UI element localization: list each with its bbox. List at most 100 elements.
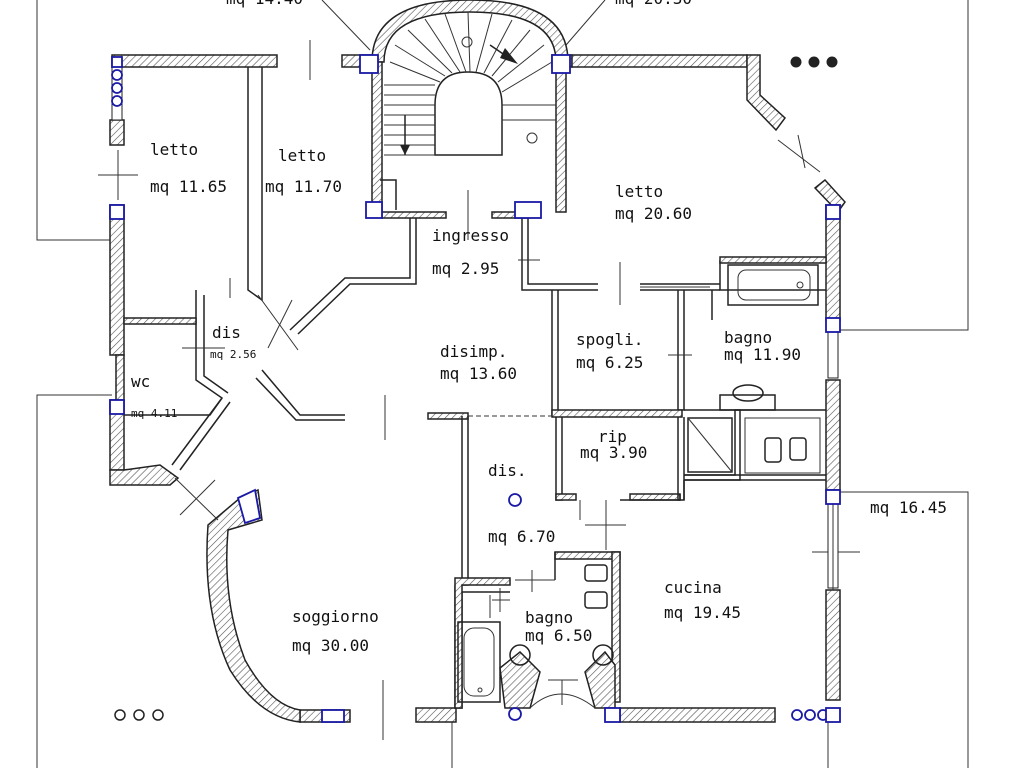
wall-rip-left xyxy=(555,417,563,501)
column-marker xyxy=(365,201,383,219)
room-area-letto-2: mq 11.70 xyxy=(265,177,342,196)
room-name-dis-2: dis. xyxy=(488,461,527,480)
stair-up-arrow-head xyxy=(500,48,518,64)
wall-bagno2-curve-left xyxy=(499,650,541,709)
stair-curved-wall xyxy=(371,0,569,63)
wall-bagno2-curve-right xyxy=(584,650,616,709)
room-name-bagno-1: bagno xyxy=(724,328,772,347)
room-area-letto-3: mq 20.60 xyxy=(615,204,692,223)
terrace-left-bottom-outline xyxy=(36,394,112,768)
top-left-guide-line xyxy=(321,0,371,51)
wall-spogli-left xyxy=(551,290,559,416)
wall-bagno1-top xyxy=(719,260,826,291)
wall-spogli-bottom xyxy=(551,409,683,418)
column-marker xyxy=(604,707,621,723)
wall-spogli-right xyxy=(677,290,685,411)
wall-ingresso-diagonal-left xyxy=(289,218,411,331)
column-marker xyxy=(825,204,841,220)
column-marker xyxy=(111,95,123,107)
right-terrace-area-label: mq 16.45 xyxy=(870,498,947,517)
sink-counter xyxy=(719,394,776,411)
wall-left-middle xyxy=(109,204,125,356)
toilet-icon xyxy=(764,437,782,463)
sink-icon xyxy=(592,644,614,666)
bathtub-inner xyxy=(737,269,811,301)
sink-icon xyxy=(509,644,531,666)
shower-icon xyxy=(687,417,733,473)
decor-dot xyxy=(790,56,802,68)
column-marker xyxy=(109,399,125,415)
decor-dot xyxy=(808,56,820,68)
column-marker xyxy=(791,709,803,721)
room-name-soggiorno: soggiorno xyxy=(292,607,379,626)
wall-bagno2-right xyxy=(611,551,621,703)
wc-zone xyxy=(744,417,821,474)
room-area-dis-1: mq 2.56 xyxy=(210,348,256,361)
wall-left-upper xyxy=(109,119,125,146)
top-right-guide-line xyxy=(559,0,606,53)
decor-ring xyxy=(152,709,164,721)
wall-right-middle xyxy=(825,379,841,491)
room-name-letto-3: letto xyxy=(615,182,663,201)
room-name-letto-2: letto xyxy=(278,146,326,165)
decor-dot xyxy=(826,56,838,68)
wall-ingresso-right-side xyxy=(521,218,598,291)
wall-soggiorno-curved xyxy=(206,488,301,723)
wall-dis-left-vertical xyxy=(461,416,469,586)
column-marker xyxy=(514,201,542,219)
wall-wc-top xyxy=(123,317,197,325)
wall-dis-left-inner xyxy=(203,295,229,394)
wall-bagno1-top-hatch xyxy=(719,256,827,264)
column-marker xyxy=(111,56,123,68)
decor-circles xyxy=(114,56,838,721)
wall-bottom-bagno-left xyxy=(415,707,457,723)
room-name-cucina: cucina xyxy=(664,578,722,597)
terrace-right-top-outline xyxy=(838,0,969,331)
wall-ingresso-right-inner xyxy=(527,218,598,285)
decor-ring xyxy=(133,709,145,721)
column-marker xyxy=(508,707,522,721)
wall-rip-bottom-left xyxy=(555,493,577,501)
columns xyxy=(109,54,841,723)
top-left-area-label: mq 14.40 xyxy=(226,0,303,8)
wall-rip-bottom-right xyxy=(629,493,681,501)
stair-wall-right xyxy=(555,61,567,213)
column-marker xyxy=(321,709,345,723)
wall-bottom-cucina xyxy=(619,707,776,723)
terrace-right-bottom-outline xyxy=(838,491,969,768)
wall-rip-right xyxy=(677,417,685,501)
room-name-disimp: disimp. xyxy=(440,342,507,361)
column-marker xyxy=(804,709,816,721)
terrace-outlines xyxy=(36,0,969,768)
bidet-icon xyxy=(584,591,608,609)
staircase xyxy=(371,0,569,218)
dis-lamp-marker xyxy=(508,493,522,507)
bidet-icon xyxy=(789,437,807,461)
bathtub-icon xyxy=(727,264,819,306)
wall-top-right xyxy=(571,54,748,68)
column-marker xyxy=(825,707,841,723)
column-marker xyxy=(109,204,125,220)
wall-right-angled-mid xyxy=(813,178,846,214)
room-area-bagno-2: mq 6.50 xyxy=(525,626,592,645)
window-bagno1 xyxy=(827,329,839,379)
room-name-dis-1: dis xyxy=(212,323,241,342)
stair-post-right xyxy=(526,132,538,144)
room-area-ingresso: mq 2.95 xyxy=(432,259,499,278)
wall-bagno2-corner xyxy=(454,577,511,709)
room-area-soggiorno: mq 30.00 xyxy=(292,636,369,655)
room-area-rip: mq 3.90 xyxy=(580,443,647,462)
wall-wc-diagonal-inner xyxy=(179,401,231,471)
stair-arrow-head xyxy=(400,145,410,155)
wall-bagno2-left xyxy=(454,585,510,709)
room-area-cucina: mq 19.45 xyxy=(664,603,741,622)
top-right-area-label: mq 20.30 xyxy=(615,0,692,8)
wall-dis-left xyxy=(124,290,224,416)
wc-window xyxy=(115,354,125,401)
column-marker xyxy=(111,82,123,94)
wall-ingresso-diagonal-left-inner xyxy=(297,218,417,335)
room-area-bagno-1: mq 11.90 xyxy=(724,345,801,364)
wall-wc-bottom xyxy=(109,464,180,486)
stair-landing xyxy=(380,179,397,210)
